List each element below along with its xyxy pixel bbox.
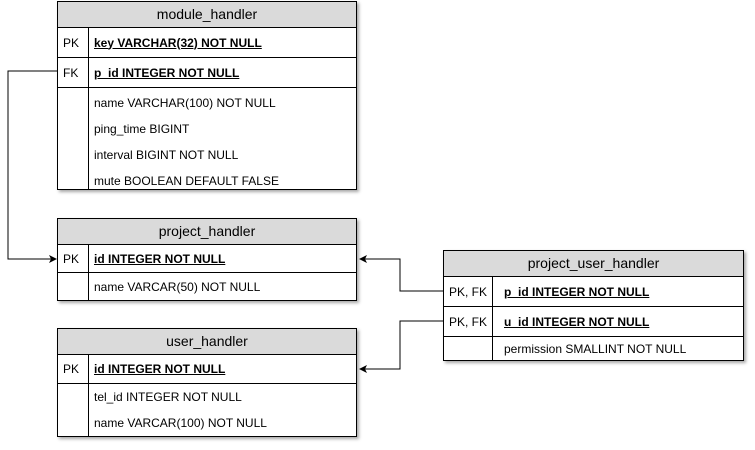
key-field: u_id INTEGER NOT NULL bbox=[504, 314, 650, 329]
attribute-field: mute BOOLEAN DEFAULT FALSE bbox=[94, 174, 279, 188]
entity-title: module_handler bbox=[58, 2, 356, 28]
edge-project-user-to-project bbox=[359, 255, 443, 292]
edge-project-user-to-user bbox=[359, 320, 443, 373]
attribute-section: permission SMALLINT NOT NULL bbox=[444, 337, 743, 361]
key-field: p_id INTEGER NOT NULL bbox=[504, 284, 650, 299]
key-label: FK bbox=[58, 58, 89, 87]
attribute-section: name VARCAR(50) NOT NULL bbox=[58, 273, 356, 301]
key-field: id INTEGER NOT NULL bbox=[94, 251, 226, 266]
attribute-section: tel_id INTEGER NOT NULL name VARCAR(100)… bbox=[58, 384, 356, 437]
key-row: PK, FK u_id INTEGER NOT NULL bbox=[444, 307, 743, 337]
key-column-blank bbox=[58, 88, 89, 190]
edge-module-to-project bbox=[7, 70, 58, 263]
attribute-field: tel_id INTEGER NOT NULL bbox=[94, 390, 242, 404]
entity-module-handler[interactable]: module_handler PK key VARCHAR(32) NOT NU… bbox=[57, 1, 357, 190]
attribute-field: name VARCAR(100) NOT NULL bbox=[94, 416, 267, 430]
key-label: PK, FK bbox=[444, 277, 493, 306]
entity-project-user-handler[interactable]: project_user_handler PK, FK p_id INTEGER… bbox=[443, 250, 744, 361]
entity-project-handler[interactable]: project_handler PK id INTEGER NOT NULL n… bbox=[57, 218, 357, 301]
attribute-field: interval BIGINT NOT NULL bbox=[94, 148, 239, 162]
key-label: PK bbox=[58, 28, 89, 57]
key-column-blank bbox=[58, 384, 89, 437]
key-field: id INTEGER NOT NULL bbox=[94, 362, 226, 376]
key-field: p_id INTEGER NOT NULL bbox=[94, 65, 240, 80]
key-field: key VARCHAR(32) NOT NULL bbox=[94, 35, 262, 50]
key-row: PK id INTEGER NOT NULL bbox=[58, 245, 356, 273]
key-row: PK key VARCHAR(32) NOT NULL bbox=[58, 28, 356, 58]
key-label: PK bbox=[58, 245, 89, 272]
attribute-section: name VARCHAR(100) NOT NULL ping_time BIG… bbox=[58, 88, 356, 190]
entity-title: project_handler bbox=[58, 219, 356, 245]
entity-title: user_handler bbox=[58, 329, 356, 355]
key-column-blank bbox=[58, 273, 89, 301]
attribute-field: ping_time BIGINT bbox=[94, 122, 190, 136]
key-label: PK bbox=[58, 355, 89, 383]
entity-user-handler[interactable]: user_handler PK id INTEGER NOT NULL tel_… bbox=[57, 328, 357, 437]
key-label: PK, FK bbox=[444, 307, 493, 336]
key-row: PK id INTEGER NOT NULL bbox=[58, 355, 356, 384]
key-row: PK, FK p_id INTEGER NOT NULL bbox=[444, 277, 743, 307]
key-column-blank bbox=[444, 337, 493, 361]
attribute-field: permission SMALLINT NOT NULL bbox=[504, 342, 687, 356]
attribute-field: name VARCHAR(100) NOT NULL bbox=[94, 96, 276, 110]
entity-title: project_user_handler bbox=[444, 251, 743, 277]
key-row: FK p_id INTEGER NOT NULL bbox=[58, 58, 356, 88]
attribute-field: name VARCAR(50) NOT NULL bbox=[94, 280, 261, 294]
